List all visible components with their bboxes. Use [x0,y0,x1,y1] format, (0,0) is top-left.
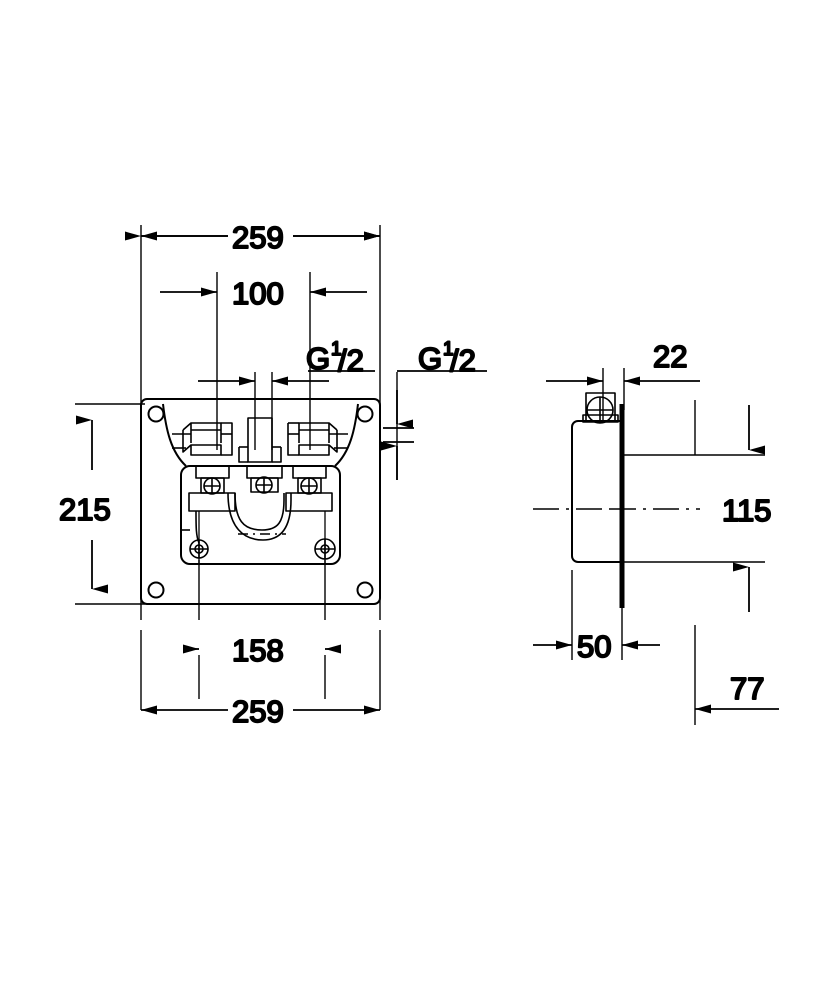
dim-label-thread-left-numerator: 1 [331,339,342,360]
side-view-top-fitting [582,392,619,424]
dim-label-thread-right: G [418,341,442,376]
dim-label-259-bottom: 259 [232,694,284,729]
side-view-body [571,420,623,563]
front-view-inner-outline [198,511,326,564]
front-view-pipe-bend [227,492,292,541]
dim-label-50: 50 [577,629,611,664]
dim-label-thread-left-denominator: /2 [338,343,364,378]
side-view-projection-lines [533,368,765,725]
front-view-inlet-fittings [172,417,348,463]
front-view-connection-nuts [188,465,333,512]
front-view-plate [140,398,381,605]
dim-label-thread-right-denominator: /2 [450,343,476,378]
dim-label-158: 158 [232,633,284,668]
front-view-projection-lines [75,225,398,710]
dim-label-215: 215 [59,492,111,527]
dim-label-77: 77 [730,671,764,706]
dim-label-100: 100 [232,276,284,311]
dim-label-115: 115 [722,493,771,528]
dim-label-thread-left: G [306,341,330,376]
front-view-valve-body [180,465,341,565]
dim-thread-right-leader [381,370,487,480]
dim-label-thread-right-numerator: 1 [443,339,454,360]
front-view-screw-bosses [181,510,336,560]
dim-thread-left-leader [198,370,375,386]
dim-label-22: 22 [653,339,687,374]
dim-label-259-top: 259 [232,220,284,255]
